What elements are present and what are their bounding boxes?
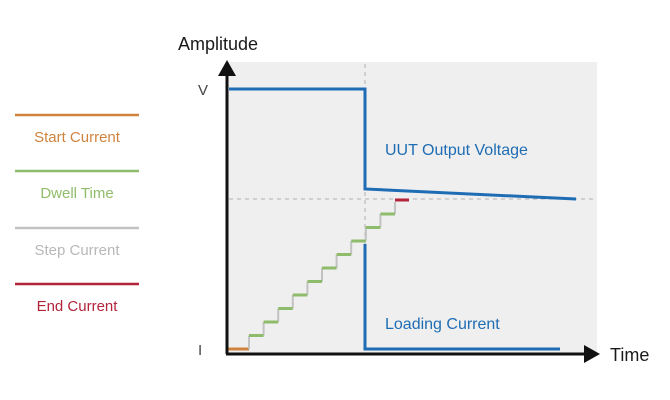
voltage-series-line <box>229 87 577 201</box>
y-tick-top: V <box>198 82 208 99</box>
y-axis-title: Amplitude <box>178 34 258 54</box>
loading-current-series-line <box>363 244 560 351</box>
annotation-loading-current: Loading Current <box>385 316 500 333</box>
y-tick-bottom: I <box>198 342 202 359</box>
legend-label-step-current: Step Current <box>34 242 120 259</box>
legend: Start Current Dwell Time Step Current En… <box>15 113 139 315</box>
legend-label-start-current: Start Current <box>34 129 121 146</box>
legend-item-end-current: End Current <box>15 282 139 315</box>
step-current-risers <box>248 202 396 349</box>
legend-item-dwell-time: Dwell Time <box>15 169 139 202</box>
annotation-voltage: UUT Output Voltage <box>385 142 528 159</box>
dwell-time-steps <box>249 212 395 337</box>
x-axis-title: Time <box>610 345 649 365</box>
legend-item-step-current: Step Current <box>15 226 139 259</box>
plot-background <box>227 62 597 354</box>
legend-label-dwell-time: Dwell Time <box>40 185 113 202</box>
legend-label-end-current: End Current <box>37 298 119 315</box>
y-axis-arrow <box>218 60 236 76</box>
legend-item-start-current: Start Current <box>15 113 139 146</box>
x-axis-arrow <box>584 345 600 363</box>
